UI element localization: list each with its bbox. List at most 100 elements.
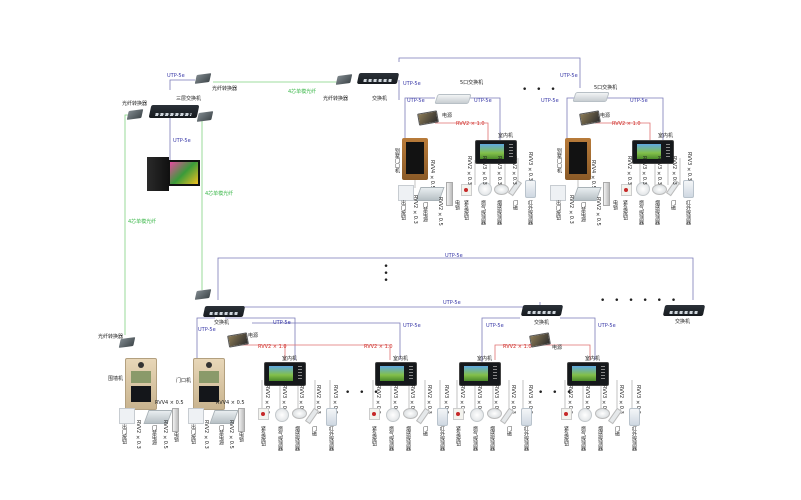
indoor-unit-label: 室内机 [477, 356, 493, 362]
ellipsis-vertical: ••• [383, 262, 389, 286]
power-cable-label: RVV2 × 1.0 [503, 344, 532, 350]
cable-label: RVV3 ×0.3 [392, 385, 398, 414]
smoke-detector-icon [292, 408, 307, 419]
wall-station-icon [125, 358, 157, 410]
cable-label: RVV2 ×0.3 [315, 385, 321, 414]
cable-label: UTP-5e [167, 73, 185, 79]
villa-door-station-icon [402, 138, 428, 180]
sensor-label: 紧急按钮 [463, 200, 469, 220]
smoke-detector-icon [487, 408, 502, 419]
indoor-unit-label: 室内机 [585, 356, 601, 362]
cable-label: RVV2 ×0.3 [510, 385, 516, 414]
exit-button-icon [119, 408, 135, 424]
sensor-label: 燃气探测器 [388, 426, 394, 451]
fiber-links [124, 81, 345, 335]
emergency-button-icon [453, 408, 464, 420]
emergency-button-icon [561, 408, 572, 420]
cable-label: UTP-5e [486, 323, 504, 329]
cable-label: RVV4 × 0.5 [216, 400, 245, 406]
cable-label: UTP-5e [403, 81, 421, 87]
gas-detector-icon [275, 408, 289, 422]
power-cable-label: RVV2 × 1.0 [612, 121, 641, 127]
cable-label: UTP-5e [630, 98, 648, 104]
electric-lock-icon [446, 182, 453, 206]
fiber-converter-label: 光纤转换器 [323, 96, 349, 102]
cable-label: RVV3 ×0.3 [409, 385, 415, 414]
lock-power-label: 门禁电源 [422, 202, 428, 222]
sensor-label: 烟感探测器 [597, 426, 603, 451]
sensor-label: 紧急按钮 [622, 200, 628, 220]
cable-label: RVV2 ×0.3 [511, 156, 517, 185]
sensor-label: 门磁 [670, 200, 676, 210]
cable-label: RVV3 ×0.3 [527, 152, 533, 181]
villa-door-station-label: 别墅门口机 [556, 148, 562, 173]
exit-button-label: 出门按钮 [555, 200, 561, 220]
sensor-label: 紧急按钮 [455, 426, 461, 446]
fiber-cable-label: 4芯单模光纤 [288, 89, 317, 95]
cable-label: RVV2 ×0.3 [412, 195, 418, 224]
5port-switch-icon [434, 94, 472, 104]
power-label: 电源 [442, 113, 453, 119]
indoor-monitor-icon [475, 140, 517, 164]
sensor-label: 门磁 [506, 426, 512, 436]
smoke-detector-icon [652, 184, 667, 195]
cable-label: RVV3 ×0.3 [298, 385, 304, 414]
switch-label: 交换机 [675, 319, 691, 325]
cable-label: RVV4 × 0.5 [155, 400, 184, 406]
sensor-label: 燃气探测器 [580, 426, 586, 451]
exit-button-icon [188, 408, 204, 424]
cable-label: UTP-5e [560, 73, 578, 79]
cable-label: UTP-5e [445, 253, 463, 259]
cable-label: RVV3 ×0.3 [686, 152, 692, 181]
smoke-detector-icon [595, 408, 610, 419]
sensor-label: 红外探测器 [523, 426, 529, 451]
lock-power-label: 门禁电源 [580, 202, 586, 222]
sensor-label: 燃气探测器 [480, 200, 486, 225]
sensor-label: 烟感探测器 [405, 426, 411, 451]
sensor-label: 燃气探测器 [277, 426, 283, 451]
sensor-label: 红外探测器 [631, 426, 637, 451]
gas-detector-icon [386, 408, 400, 422]
sensor-label: 紧急按钮 [563, 426, 569, 446]
cable-label: UTP-5e [198, 327, 216, 333]
fiber-cable-label: 4芯单模光纤 [128, 219, 157, 225]
pir-detector-icon [683, 180, 694, 198]
electric-lock-label: 电锁 [238, 432, 244, 442]
power-cable-label: RVV2 × 1.0 [258, 344, 287, 350]
indoor-unit-label: 室内机 [498, 133, 514, 139]
sensor-label: 红外探测器 [527, 200, 533, 225]
indoor-monitor-icon [632, 140, 674, 164]
cable-label: RVV2 ×0.3 [426, 385, 432, 414]
sensor-label: 门磁 [614, 426, 620, 436]
exit-button-icon [398, 185, 414, 201]
ellipsis: • • • [538, 388, 575, 398]
cable-label: RVV2 ×0.3 [135, 420, 141, 449]
pir-detector-icon [525, 180, 536, 198]
exit-button-icon [550, 185, 566, 201]
cable-label: RVV2 ×0.3 [203, 420, 209, 449]
exit-button-label: 出门按钮 [400, 200, 406, 220]
cable-label: RVV3 ×0.3 [281, 385, 287, 414]
door-station-label: 门口机 [176, 378, 192, 384]
cable-label: RVV4 ×0.5 [590, 160, 596, 189]
pir-detector-icon [437, 408, 448, 426]
power-cable-label: RVV2 × 1.0 [456, 121, 485, 127]
cable-label: RVV3 ×0.3 [527, 385, 533, 414]
sensor-label: 紧急按钮 [260, 426, 266, 446]
switch-icon [520, 305, 564, 316]
door-station-icon [193, 358, 225, 410]
lock-power-label: 门禁电源 [151, 425, 157, 445]
utp-links [169, 57, 694, 390]
5port-switch-label: 5口交换机 [460, 80, 484, 86]
sensor-label: 门磁 [311, 426, 317, 436]
cable-label: UTP-5e [173, 138, 191, 144]
pir-detector-icon [629, 408, 640, 426]
fiber-core-to-building [200, 117, 203, 290]
lock-power-icon [209, 410, 239, 424]
sensor-label: 烟感探测器 [294, 426, 300, 451]
cable-label: RVV3 ×0.3 [656, 156, 662, 185]
cable-label: RVV2 ×0.5 [595, 197, 601, 226]
indoor-monitor-icon [459, 362, 501, 386]
electric-lock-icon [172, 408, 179, 432]
smoke-detector-icon [403, 408, 418, 419]
